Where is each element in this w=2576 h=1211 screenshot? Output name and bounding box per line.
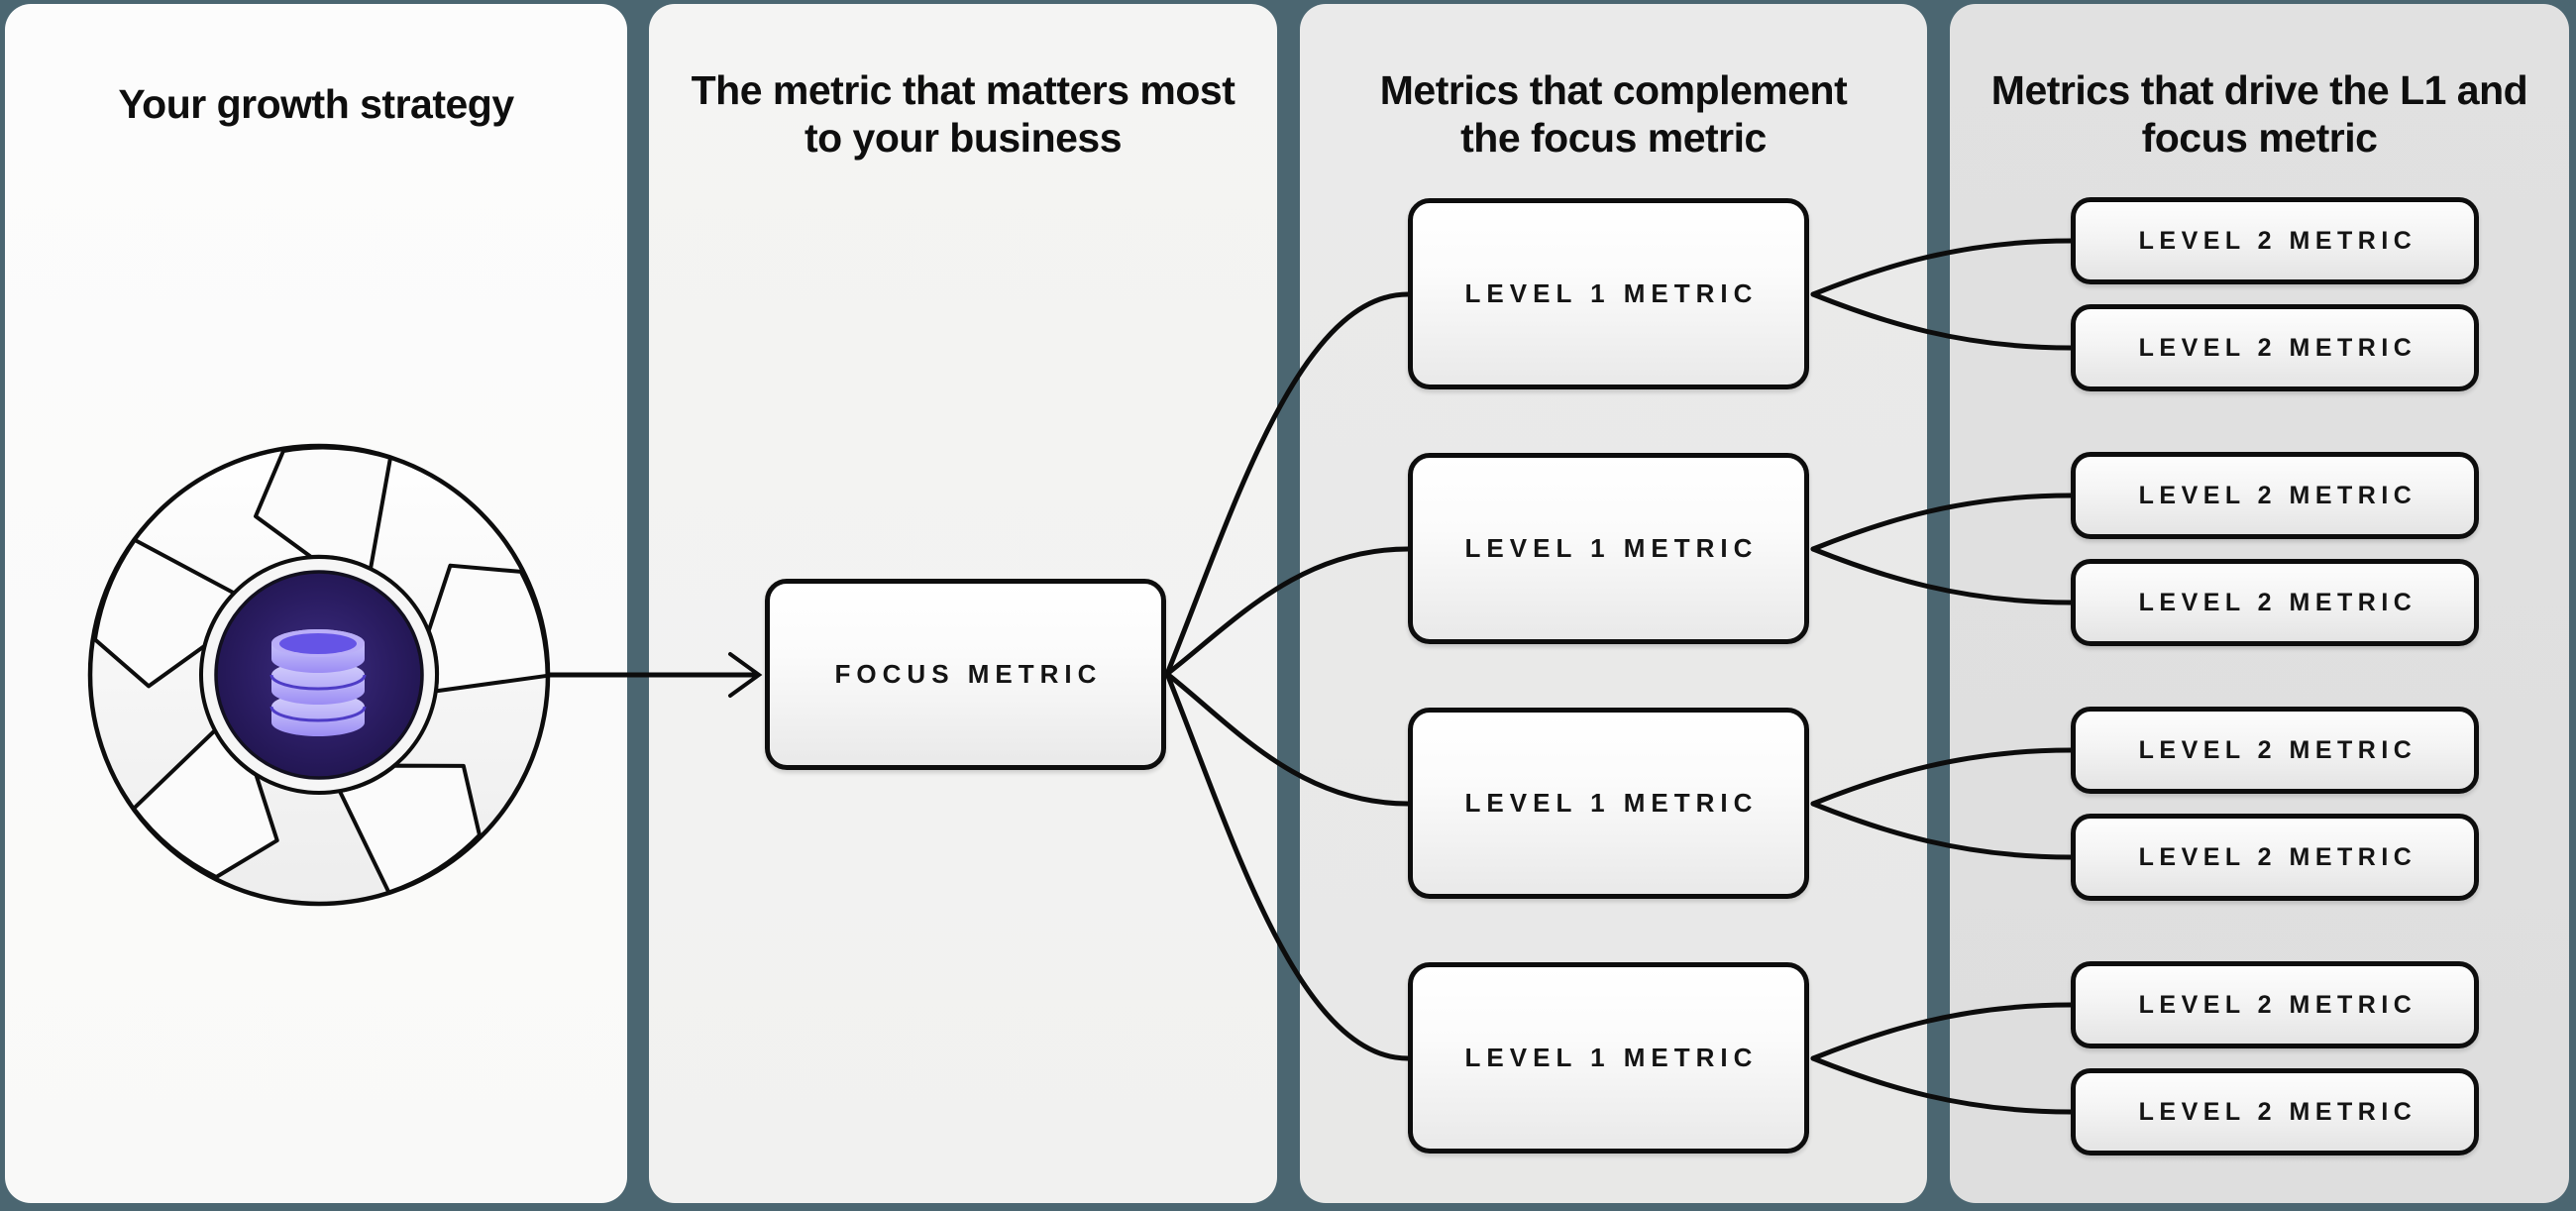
focus-metric-label: FOCUS METRIC bbox=[834, 659, 1103, 689]
level2-metric-label: LEVEL 2 METRIC bbox=[2138, 333, 2417, 362]
level2-metric-node-8: LEVEL 2 METRIC bbox=[2071, 1068, 2479, 1156]
level1-metric-node-2: LEVEL 1 METRIC bbox=[1408, 453, 1809, 644]
level2-metric-node-1: LEVEL 2 METRIC bbox=[2071, 197, 2479, 284]
level1-metric-node-1: LEVEL 1 METRIC bbox=[1408, 198, 1809, 389]
level1-metric-label: LEVEL 1 METRIC bbox=[1464, 788, 1759, 818]
level2-metric-label: LEVEL 2 METRIC bbox=[2138, 990, 2417, 1019]
panel-title: Metrics that drive the L1 and focus metr… bbox=[1990, 67, 2528, 161]
panel-title: Your growth strategy bbox=[118, 81, 514, 127]
level1-metric-node-4: LEVEL 1 METRIC bbox=[1408, 962, 1809, 1154]
level2-metric-label: LEVEL 2 METRIC bbox=[2138, 842, 2417, 871]
level2-metric-node-2: LEVEL 2 METRIC bbox=[2071, 304, 2479, 391]
level2-metric-node-6: LEVEL 2 METRIC bbox=[2071, 814, 2479, 901]
focus-metric-node: FOCUS METRIC bbox=[765, 579, 1166, 770]
level2-metric-node-5: LEVEL 2 METRIC bbox=[2071, 707, 2479, 794]
level2-metric-node-3: LEVEL 2 METRIC bbox=[2071, 452, 2479, 539]
panel-title: The metric that matters most to your bus… bbox=[691, 67, 1235, 161]
level2-metric-label: LEVEL 2 METRIC bbox=[2138, 1097, 2417, 1126]
level2-metric-label: LEVEL 2 METRIC bbox=[2138, 735, 2417, 764]
level2-metric-label: LEVEL 2 METRIC bbox=[2138, 226, 2417, 255]
panel-growth-strategy: Your growth strategy bbox=[5, 4, 627, 1203]
level2-metric-node-7: LEVEL 2 METRIC bbox=[2071, 961, 2479, 1048]
level2-metric-label: LEVEL 2 METRIC bbox=[2138, 481, 2417, 509]
level1-metric-label: LEVEL 1 METRIC bbox=[1464, 533, 1759, 563]
level1-metric-node-3: LEVEL 1 METRIC bbox=[1408, 708, 1809, 899]
level2-metric-node-4: LEVEL 2 METRIC bbox=[2071, 559, 2479, 646]
level2-metric-label: LEVEL 2 METRIC bbox=[2138, 588, 2417, 616]
panel-title: Metrics that complement the focus metric bbox=[1379, 67, 1848, 161]
level1-metric-label: LEVEL 1 METRIC bbox=[1464, 1043, 1759, 1072]
level1-metric-label: LEVEL 1 METRIC bbox=[1464, 278, 1759, 308]
